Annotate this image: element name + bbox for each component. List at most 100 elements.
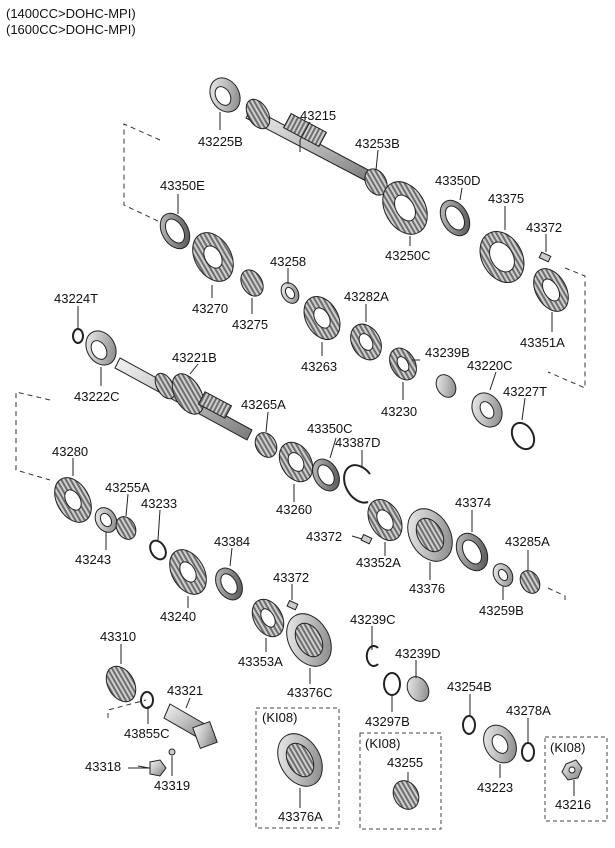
output-shaft-43221B bbox=[114, 357, 253, 441]
input-shaft-43215 bbox=[245, 98, 373, 183]
label-43297B: 43297B bbox=[365, 714, 410, 729]
bearing-43220C bbox=[471, 392, 503, 428]
label-43239D: 43239D bbox=[395, 646, 441, 661]
label-43220C: 43220C bbox=[467, 358, 513, 373]
kit-box-43216 bbox=[544, 736, 608, 822]
label-43352A: 43352A bbox=[356, 555, 401, 570]
circlip-43239C bbox=[365, 645, 379, 667]
bushing-43243 bbox=[94, 507, 118, 533]
sleeve-43376A bbox=[277, 733, 323, 787]
bolt-43318 bbox=[137, 759, 167, 777]
sleeve-43376C bbox=[286, 613, 332, 667]
needle-bearing-43255 bbox=[392, 780, 420, 810]
label-43321: 43321 bbox=[167, 683, 203, 698]
nut-43216 bbox=[561, 759, 583, 781]
label-43270: 43270 bbox=[192, 301, 228, 316]
washer-43855C bbox=[140, 691, 154, 709]
synchro-ring-43350D bbox=[439, 199, 471, 237]
label-43372-b: 43372 bbox=[306, 529, 342, 544]
spacer-43239B bbox=[435, 374, 457, 398]
label-43222C: 43222C bbox=[74, 389, 120, 404]
label-43239B: 43239B bbox=[425, 345, 470, 360]
label-43263: 43263 bbox=[301, 359, 337, 374]
label-43384: 43384 bbox=[214, 534, 250, 549]
kit-label-2: (KI08) bbox=[365, 736, 400, 751]
label-43280: 43280 bbox=[52, 444, 88, 459]
label-43351A: 43351A bbox=[520, 335, 565, 350]
bearing-43223 bbox=[483, 724, 517, 764]
shaft-43321 bbox=[163, 703, 218, 750]
snap-ring-43227T bbox=[510, 421, 536, 451]
kit-label-3: (KI08) bbox=[550, 740, 585, 755]
engine-variant-1400cc: (1400CC>DOHC-MPI) bbox=[6, 6, 136, 21]
hub-43353A bbox=[251, 598, 285, 638]
hub-43352A bbox=[367, 499, 403, 541]
label-43221B: 43221B bbox=[172, 350, 217, 365]
hub-43351A bbox=[533, 268, 569, 312]
label-43282A: 43282A bbox=[344, 289, 389, 304]
kit-labels: (KI08) (KI08) (KI08) bbox=[262, 710, 585, 755]
bushing-43239D bbox=[406, 676, 430, 702]
snap-ring-43278A bbox=[521, 742, 535, 762]
gear-43310 bbox=[105, 665, 137, 703]
key-43372-c bbox=[286, 599, 299, 611]
gear-43240 bbox=[169, 549, 207, 595]
bearing-43225B bbox=[209, 77, 241, 113]
label-43285A: 43285A bbox=[505, 534, 550, 549]
label-43243: 43243 bbox=[75, 552, 111, 567]
key-43372 bbox=[538, 251, 552, 263]
label-43278A: 43278A bbox=[506, 703, 551, 718]
leader-lines bbox=[72, 112, 575, 808]
label-43255A: 43255A bbox=[105, 480, 150, 495]
label-43260: 43260 bbox=[276, 502, 312, 517]
needle-bearing-43265A bbox=[254, 432, 278, 458]
snap-ring-43224T bbox=[72, 328, 84, 344]
needle-bearing-43275 bbox=[240, 269, 264, 297]
sleeve-43376 bbox=[407, 508, 453, 562]
label-43319: 43319 bbox=[154, 778, 190, 793]
washer-43297B bbox=[383, 672, 401, 696]
engine-variant-1600cc: (1600CC>DOHC-MPI) bbox=[6, 22, 136, 37]
label-43240: 43240 bbox=[160, 609, 196, 624]
label-43375: 43375 bbox=[488, 191, 524, 206]
label-43239C: 43239C bbox=[350, 612, 396, 627]
bushing-43259B bbox=[492, 563, 514, 587]
label-43372-a: 43372 bbox=[526, 220, 562, 235]
label-43255: 43255 bbox=[387, 755, 423, 770]
bearing-43222C bbox=[85, 330, 117, 366]
gear-43260 bbox=[278, 441, 314, 483]
label-43350C: 43350C bbox=[307, 421, 353, 436]
label-43275: 43275 bbox=[232, 317, 268, 332]
label-43350D: 43350D bbox=[435, 173, 481, 188]
needle-bearing-43285A bbox=[519, 570, 541, 594]
synchro-ring-43350C bbox=[312, 458, 340, 492]
label-43353A: 43353A bbox=[238, 654, 283, 669]
label-43376: 43376 bbox=[409, 581, 445, 596]
label-43376A: 43376A bbox=[278, 809, 323, 824]
label-43230: 43230 bbox=[381, 404, 417, 419]
alignment-lines bbox=[15, 123, 586, 718]
label-43216: 43216 bbox=[555, 797, 591, 812]
label-43318: 43318 bbox=[85, 759, 121, 774]
sleeve-43375 bbox=[479, 231, 525, 283]
label-43233: 43233 bbox=[141, 496, 177, 511]
label-43259B: 43259B bbox=[479, 603, 524, 618]
label-43374: 43374 bbox=[455, 495, 491, 510]
bushing-43258 bbox=[280, 282, 300, 304]
synchro-ring-43384 bbox=[215, 567, 243, 601]
kit-label-1: (KI08) bbox=[262, 710, 297, 725]
gear-43270 bbox=[192, 232, 234, 282]
label-43250C: 43250C bbox=[385, 248, 431, 263]
label-43265A: 43265A bbox=[241, 397, 286, 412]
key-43372-b bbox=[360, 533, 373, 545]
kit-box-43376A bbox=[255, 707, 340, 829]
label-43372-c: 43372 bbox=[273, 570, 309, 585]
circlip-43387D bbox=[343, 464, 371, 504]
synchro-ring-43350E bbox=[159, 212, 191, 250]
kit-box-43255 bbox=[359, 732, 442, 830]
gear-43230 bbox=[389, 347, 417, 381]
label-43310: 43310 bbox=[100, 629, 136, 644]
label-43223: 43223 bbox=[477, 780, 513, 795]
label-43253B: 43253B bbox=[355, 136, 400, 151]
